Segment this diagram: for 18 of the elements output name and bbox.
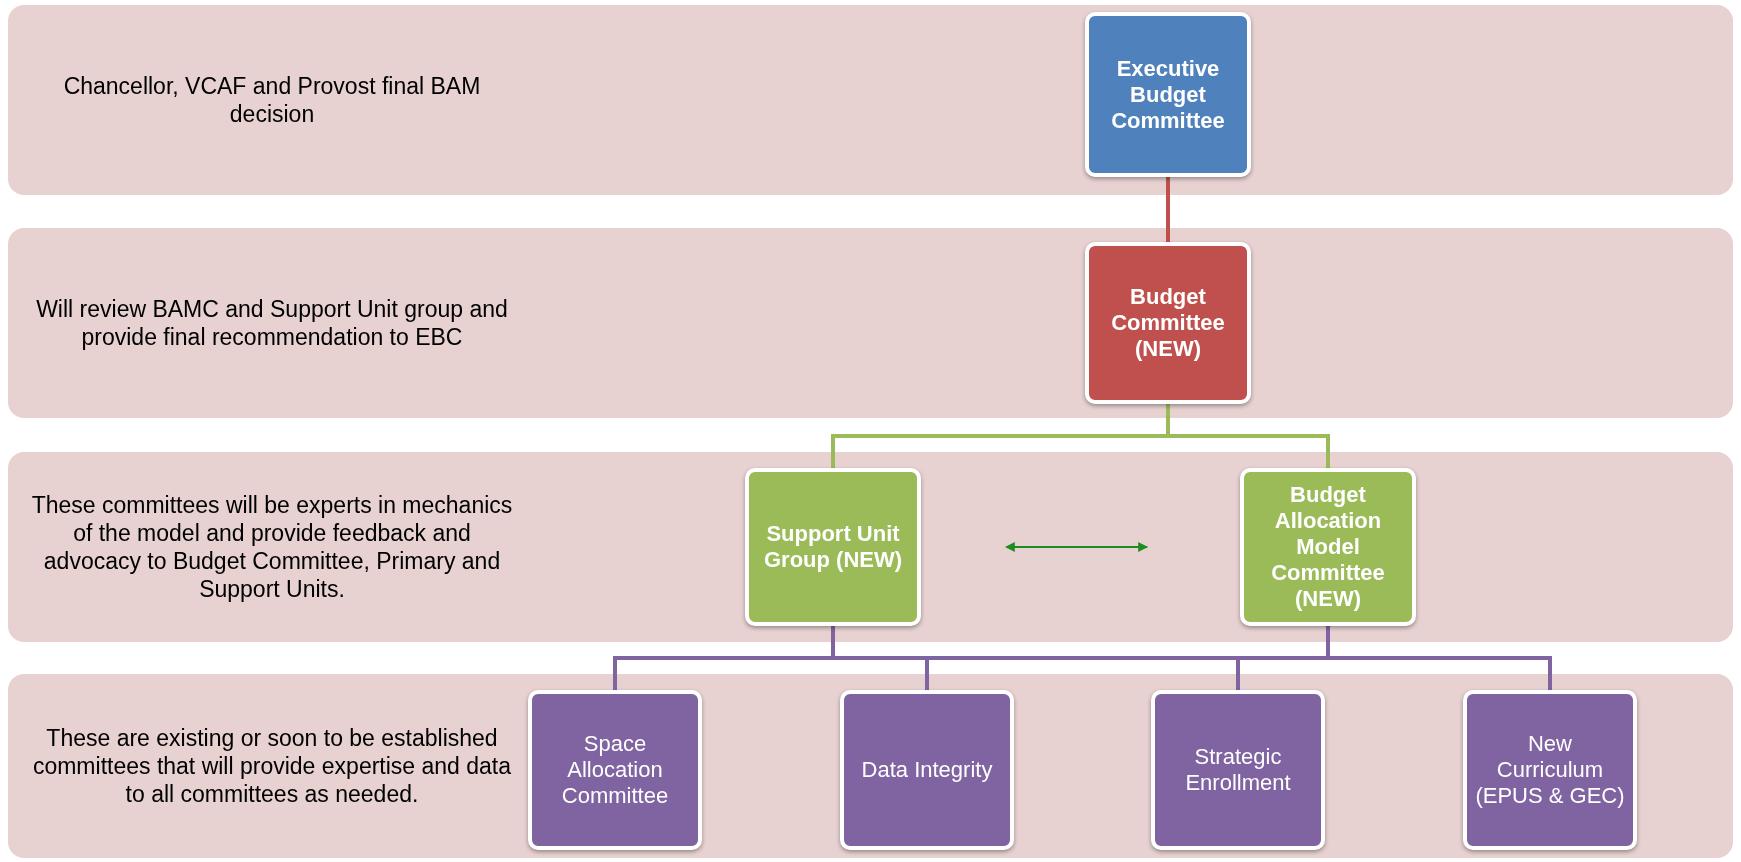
committee-box: Data Integrity [840, 690, 1014, 850]
tier-band [8, 5, 1733, 195]
committee-box: New Curriculum (EPUS & GEC) [1463, 690, 1637, 850]
double-arrow [1004, 542, 1149, 552]
tier-description: These are existing or soon to be established committees that will provide expertise and data to all committees as needed. [31, 724, 513, 808]
tier-band [8, 674, 1733, 858]
tier-band [8, 452, 1733, 642]
committee-box: Strategic Enrollment [1151, 690, 1325, 850]
connector-line [1166, 177, 1170, 242]
committee-box: Executive Budget Committee [1085, 12, 1251, 177]
committee-box: Support Unit Group (NEW) [745, 468, 921, 626]
committee-box: Space Allocation Committee [528, 690, 702, 850]
committee-box: Budget Committee (NEW) [1085, 242, 1251, 404]
committee-box: Budget Allocation Model Committee (NEW) [1240, 468, 1416, 626]
tier-band [8, 228, 1733, 418]
tier-description: Chancellor, VCAF and Provost final BAM decision [62, 72, 482, 128]
tier-description: These committees will be experts in mechanics of the model and provide feedback and advocacy to Budget Committee, Primary and Support Units. [30, 491, 514, 603]
tier-description: Will review BAMC and Support Unit group and provide final recommendation to EBC [35, 295, 509, 351]
